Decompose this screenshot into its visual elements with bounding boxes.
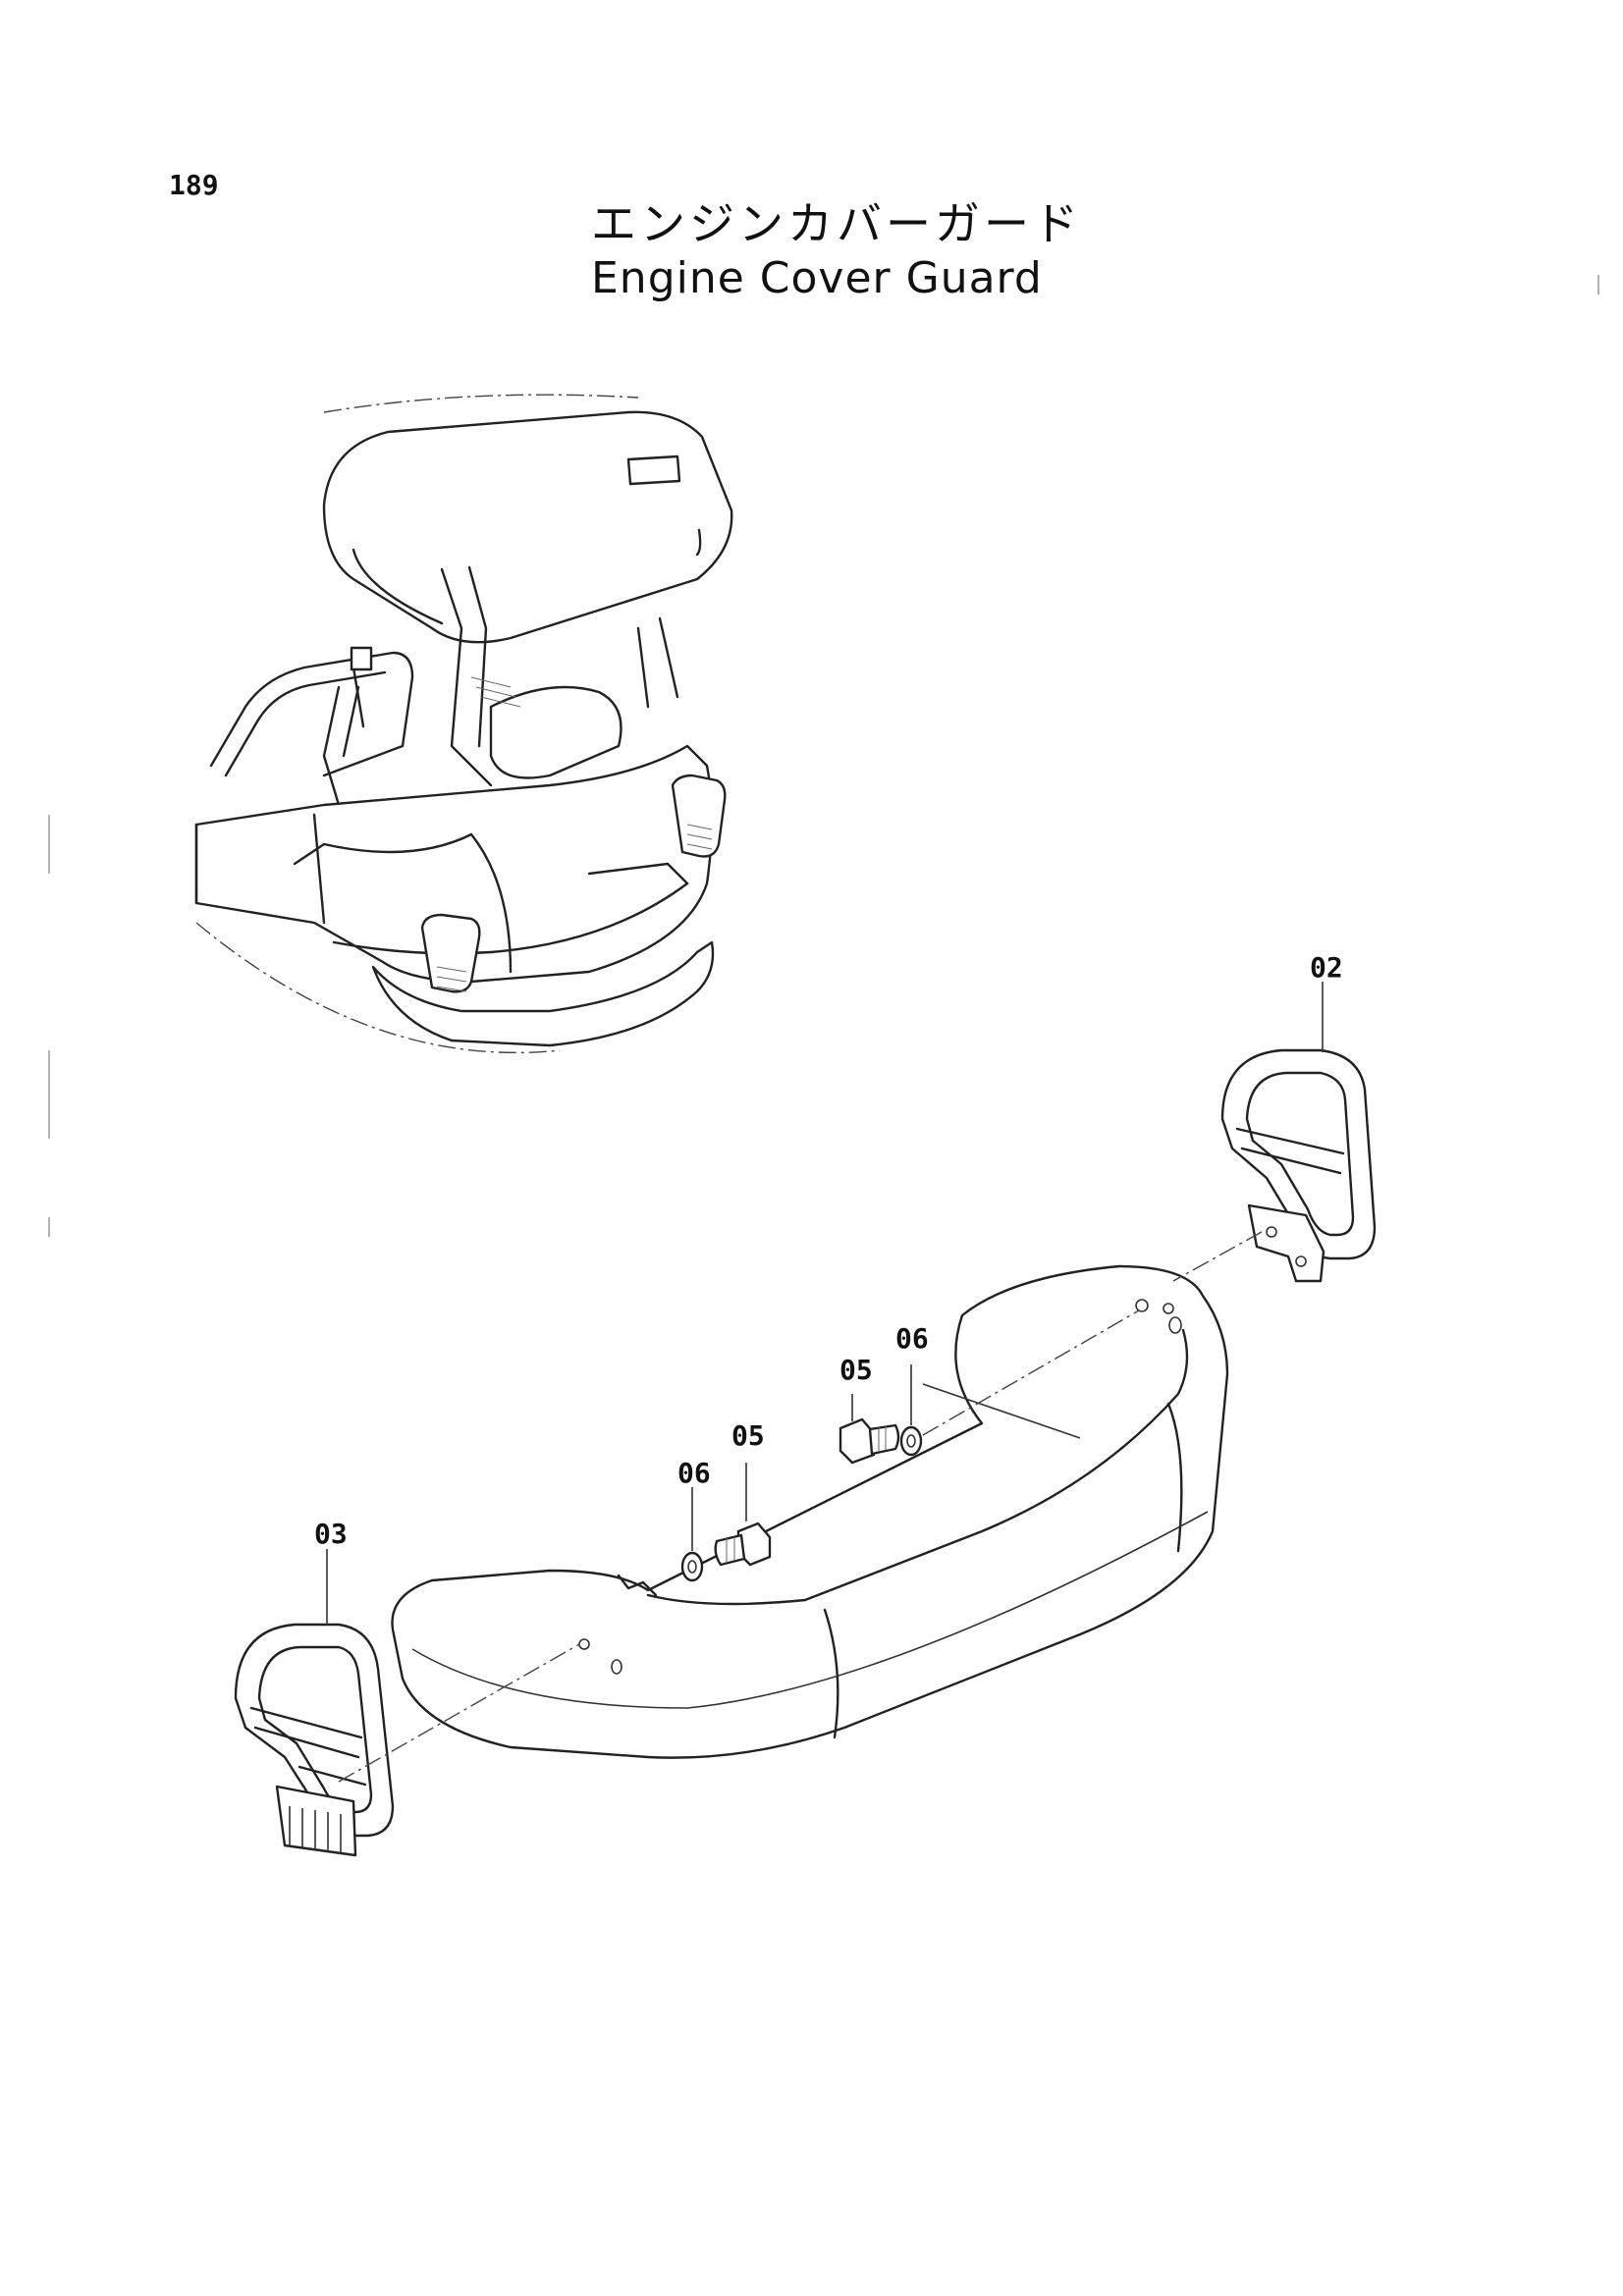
callout-06-right: 06 [895,1322,929,1355]
callout-05-left: 05 [731,1419,765,1452]
washer-part-06-right [899,1425,923,1457]
page-title-japanese: エンジンカバーガード [591,197,1082,250]
machine-overview-illustration [194,394,733,1053]
callout-05-right: 05 [839,1354,873,1386]
scan-margin-marks [48,275,1599,1237]
washer-part-06-left [680,1551,704,1582]
page-number: 189 [169,169,219,201]
assembly-lines [326,982,1324,1783]
callout-03: 03 [314,1518,348,1550]
page-title-english: Engine Cover Guard [591,253,1043,303]
bolt-part-05-left [714,1522,772,1567]
engine-cover-body [391,1264,1229,1759]
handrail-part-02 [1220,1048,1377,1283]
callout-06-left: 06 [677,1457,711,1489]
callout-02: 02 [1310,951,1343,984]
handrail-part-03 [234,1623,395,1857]
bolt-part-05-right [839,1417,900,1465]
